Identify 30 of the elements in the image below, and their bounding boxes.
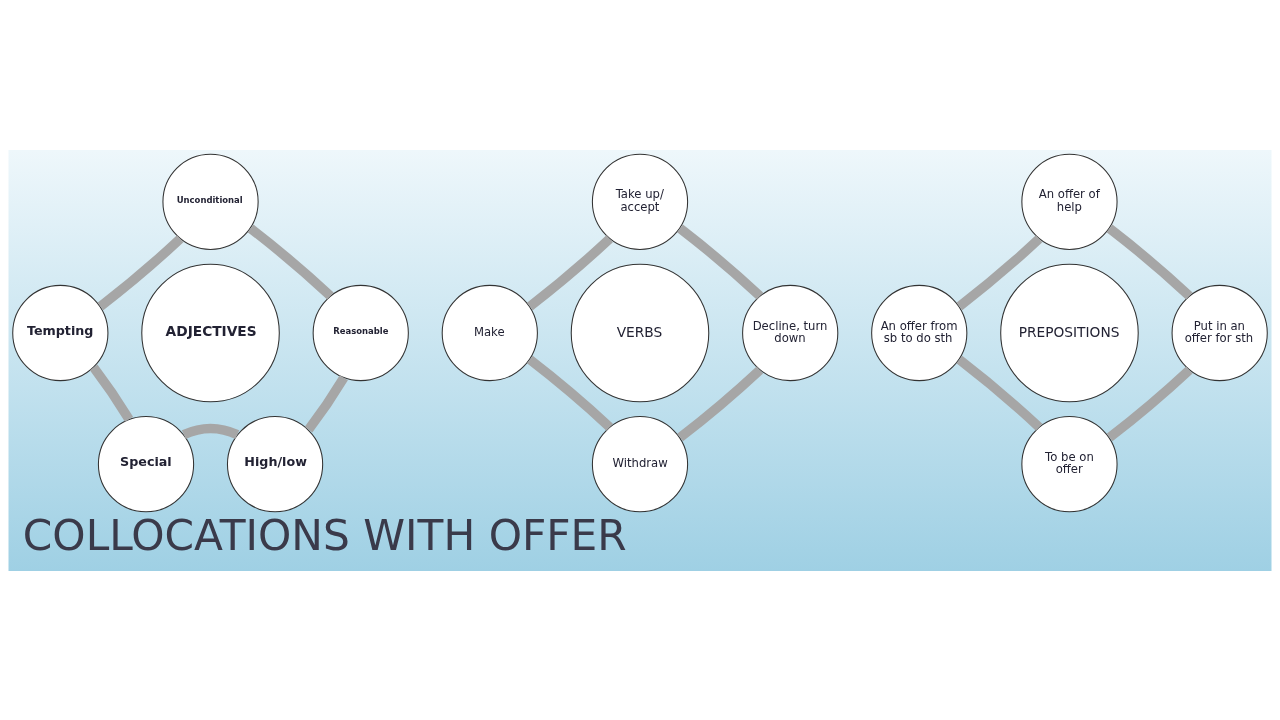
connector — [89, 363, 134, 422]
connector — [247, 224, 334, 299]
node-circle: Take up/ accept — [591, 153, 689, 250]
node-circle: Withdraw — [591, 415, 689, 512]
connector — [677, 224, 764, 299]
connector — [526, 234, 613, 310]
diagram-title: COLLOCATIONS WITH OFFER — [22, 510, 627, 560]
node-circle: Reasonable — [312, 284, 409, 381]
node-circle: Put in an offer for sth — [1171, 284, 1268, 381]
node-circle: PREPOSITIONS — [1000, 263, 1139, 402]
connector — [181, 423, 240, 439]
node-circle: Tempting — [12, 284, 109, 381]
node-circle: Unconditional — [162, 153, 259, 250]
node-circle: To be on offer — [1021, 415, 1118, 512]
node-circle: High/low — [226, 415, 324, 512]
connector — [526, 355, 613, 431]
node-circle: VERBS — [570, 263, 710, 402]
node-circle: Decline, turn down — [742, 284, 839, 381]
connector — [97, 234, 184, 310]
node-circle: ADJECTIVES — [141, 263, 280, 402]
node-circle: Make — [441, 284, 538, 381]
connector — [304, 374, 348, 433]
connector — [956, 355, 1043, 431]
node-circle: An offer of help — [1021, 153, 1118, 250]
connector — [956, 234, 1043, 310]
connector — [677, 366, 764, 441]
connector — [1106, 366, 1193, 441]
connector — [1106, 224, 1193, 299]
node-circle: Special — [97, 415, 195, 512]
node-circle: An offer from sb to do sth — [871, 284, 968, 381]
